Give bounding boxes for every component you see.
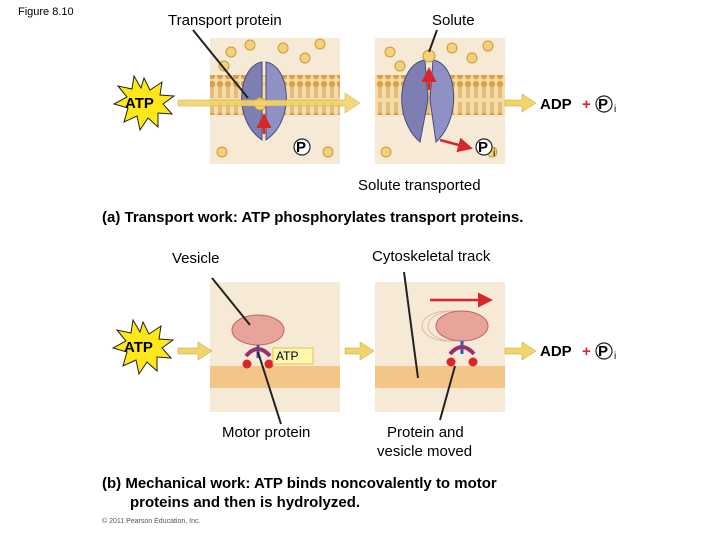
phosphate-label-a2: P [296, 139, 307, 156]
vesicle-left [231, 314, 285, 346]
track-right [375, 366, 505, 388]
atp-starburst-a [112, 74, 176, 132]
transport-protein-right [401, 59, 455, 144]
motor-protein-left [242, 345, 274, 369]
copyright: © 2011 Pearson Education, Inc. [102, 518, 201, 525]
motor-protein-right [446, 341, 478, 367]
adp-label-b: ADP [540, 343, 572, 360]
label-transport-protein: Transport protein [168, 12, 282, 29]
atp-label-b: ATP [124, 339, 153, 356]
label-protein-moved-1: Protein and [387, 424, 464, 441]
atp-starburst-b [111, 318, 175, 376]
label-solute-transported: Solute transported [358, 177, 481, 194]
phosphate-sub-b: i [614, 351, 617, 362]
phosphate-label-a3: P [478, 139, 489, 156]
label-protein-moved-2: vesicle moved [377, 443, 473, 460]
label-solute: Solute [432, 12, 475, 29]
plus-a: + [582, 96, 591, 113]
track-left [210, 366, 340, 388]
phosphate-label-a1: P [598, 96, 609, 113]
phosphate-label-b: P [598, 343, 609, 360]
vesicle-right [435, 310, 489, 342]
caption-b-line1: (b) Mechanical work: ATP binds noncovale… [102, 475, 497, 492]
adp-label-a: ADP [540, 96, 572, 113]
solute-molecules [216, 38, 498, 158]
label-cytoskeletal-track: Cytoskeletal track [372, 248, 491, 265]
phosphate-sub-a1: i [614, 104, 617, 115]
atp-label-a: ATP [125, 95, 154, 112]
figure-label: Figure 8.10 [18, 6, 74, 18]
phosphate-sub-a3: i [493, 148, 496, 159]
caption-a: (a) Transport work: ATP phosphorylates t… [102, 209, 524, 226]
panel-b-right-box [375, 282, 505, 412]
atp-bound-label: ATP [276, 349, 299, 363]
panel-b-left-box [210, 282, 340, 412]
caption-b-line2: proteins and then is hydrolyzed. [130, 494, 361, 511]
label-vesicle: Vesicle [172, 250, 220, 267]
plus-b: + [582, 343, 591, 360]
label-motor-protein: Motor protein [222, 424, 311, 441]
